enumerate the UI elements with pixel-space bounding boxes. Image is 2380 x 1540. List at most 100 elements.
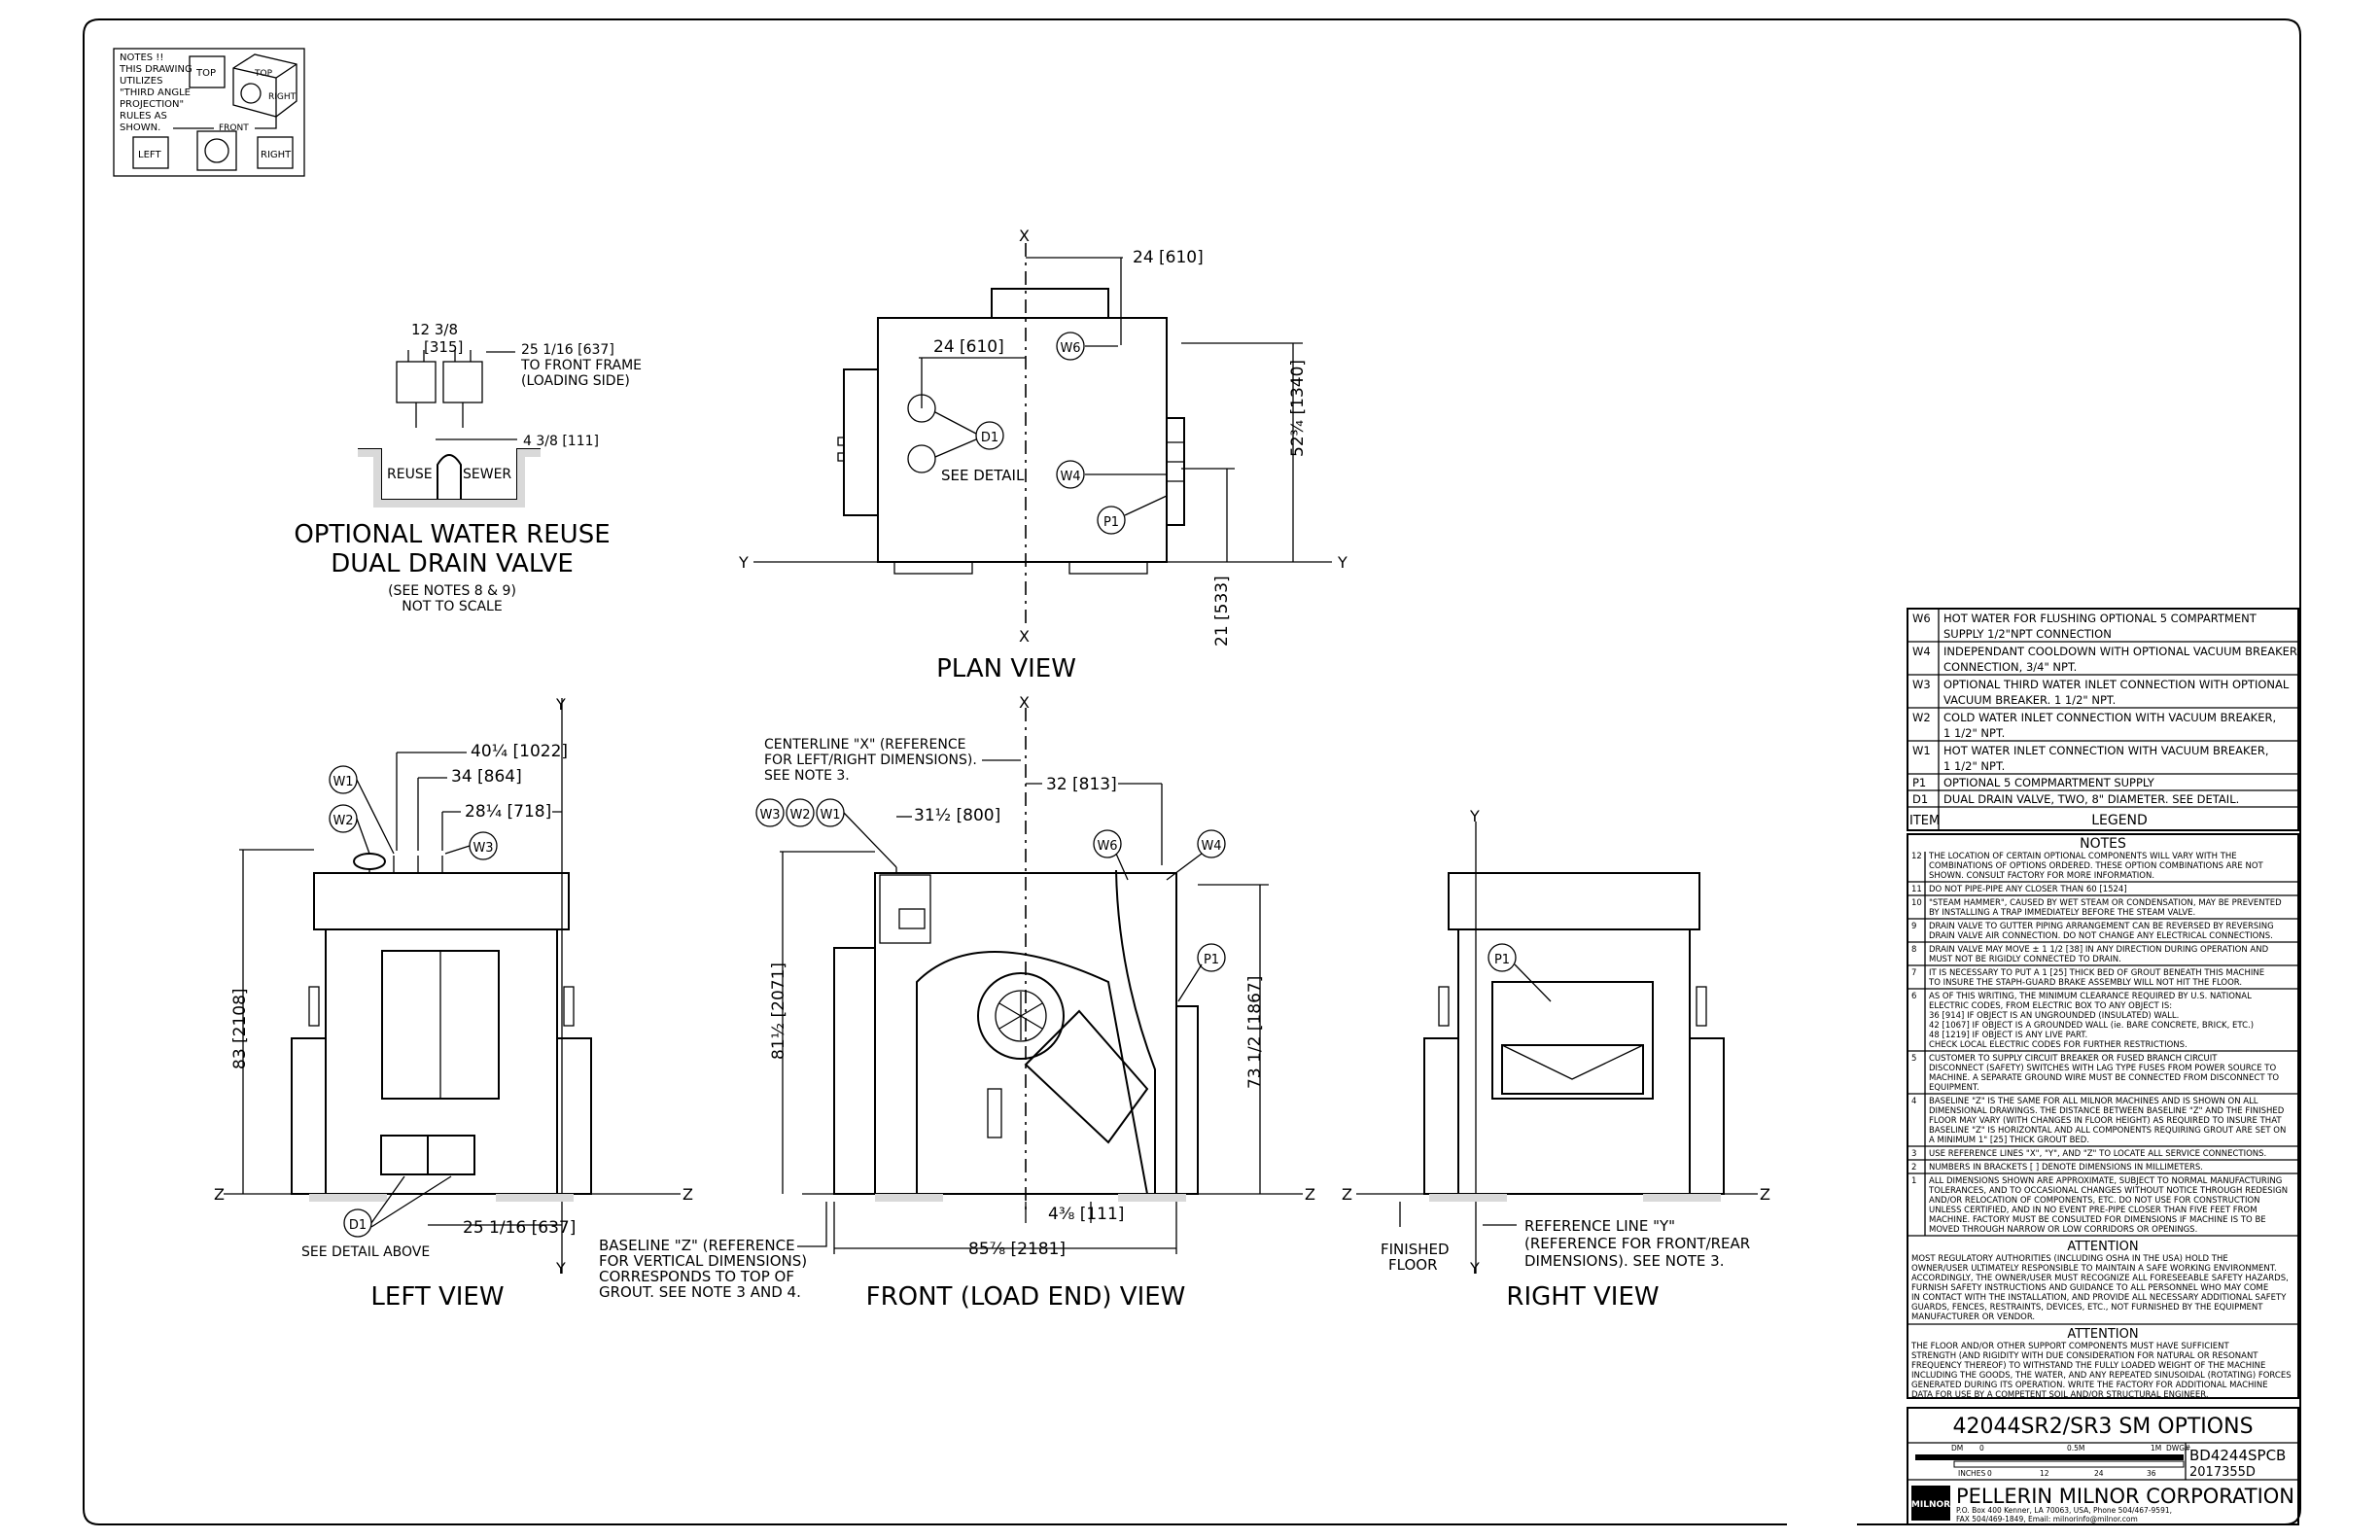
svg-text:COMBINATIONS OF OPTIONS ORDERE: COMBINATIONS OF OPTIONS ORDERED. THESE O… (1929, 861, 2264, 871)
svg-text:DRAIN VALVE TO GUTTER PIPING A: DRAIN VALVE TO GUTTER PIPING ARRANGEMENT… (1929, 922, 2274, 931)
svg-text:4⅜ [111]: 4⅜ [111] (1048, 1205, 1124, 1224)
company-name: PELLERIN MILNOR CORPORATION (1956, 1485, 2294, 1508)
svg-text:36 [914] IF OBJECT IS AN UNGR: 36 [914] IF OBJECT IS AN UNGROUNDED (INS… (1929, 1011, 2179, 1021)
svg-text:X: X (1019, 227, 1030, 245)
projection-note: NOTES !! THIS DRAWING UTILIZES "THIRD AN… (113, 48, 305, 177)
callout-d1-left: D1 (349, 1218, 367, 1233)
svg-text:GENERATED DURING ITS OPERATION: GENERATED DURING ITS OPERATION. WRITE TH… (1911, 1381, 2268, 1390)
svg-text:FLOOR: FLOOR (1388, 1256, 1438, 1274)
svg-text:2: 2 (1911, 1163, 1916, 1172)
svg-text:DATA FOR USE BY A COMPETENT SO: DATA FOR USE BY A COMPETENT SOIL AND/OR … (1911, 1390, 2209, 1400)
svg-text:HOT WATER INLET CONNECTION WIT: HOT WATER INLET CONNECTION WITH VACUUM B… (1943, 744, 2268, 757)
svg-text:1 1/2" NPT.: 1 1/2" NPT. (1943, 759, 2005, 773)
plan-view: X X Y Y 24 [610] 24 [610] W6 D1 W4 P1 SE… (738, 227, 1348, 683)
svg-text:9: 9 (1911, 922, 1916, 931)
svg-text:HOT WATER FOR FLUSHING OPTIONA: HOT WATER FOR FLUSHING OPTIONAL 5 COMPAR… (1943, 612, 2258, 625)
svg-text:25 1/16 [637]: 25 1/16 [637] (463, 1218, 576, 1238)
legend-item: W6 (1912, 612, 1931, 625)
svg-text:TO INSURE THE STAPH-GUARD BRAK: TO INSURE THE STAPH-GUARD BRAKE ASSEMBLY… (1928, 978, 2242, 988)
svg-text:1 1/2" NPT.: 1 1/2" NPT. (1943, 726, 2005, 740)
svg-text:"STEAM HAMMER", CAUSED BY WET: "STEAM HAMMER", CAUSED BY WET STEAM OR C… (1929, 898, 2282, 908)
svg-text:FLOOR MAY VARY (WITH CHANGES I: FLOOR MAY VARY (WITH CHANGES IN FLOOR HE… (1929, 1116, 2282, 1126)
callout-w4-front: W4 (1201, 839, 1221, 854)
svg-text:INCLUDING THE GOODS, THE WATER: INCLUDING THE GOODS, THE WATER, AND ANY … (1911, 1371, 2292, 1381)
svg-text:MOVED THROUGH NARROW OR LOW CO: MOVED THROUGH NARROW OR LOW CORRIDORS OR… (1929, 1225, 2197, 1235)
svg-text:PROJECTION": PROJECTION" (120, 99, 184, 110)
svg-text:DIMENSIONAL DRAWINGS. THE DIST: DIMENSIONAL DRAWINGS. THE DISTANCE BETWE… (1929, 1106, 2285, 1116)
svg-text:Y: Y (1469, 1259, 1480, 1278)
svg-text:(SEE NOTES 8 & 9): (SEE NOTES 8 & 9) (388, 583, 516, 599)
svg-text:UTILIZES: UTILIZES (120, 76, 162, 87)
svg-text:36: 36 (2147, 1469, 2156, 1478)
svg-text:ELECTRIC CODES, FROM ELECTRIC: ELECTRIC CODES, FROM ELECTRIC BOX TO ANY… (1929, 1001, 2172, 1011)
svg-text:24 [610]: 24 [610] (933, 337, 1004, 357)
svg-text:OPTIONAL 5 COMPMARTMENT SUPPLY: OPTIONAL 5 COMPMARTMENT SUPPLY (1943, 776, 2155, 789)
svg-text:NOTES !!: NOTES !! (120, 52, 163, 63)
svg-text:1M: 1M (2151, 1444, 2161, 1452)
svg-text:Y: Y (555, 1259, 566, 1278)
front-view: X Z CENTERLINE "X" (REFERENCE FOR LEFT/R… (755, 693, 1315, 1312)
svg-text:SEE NOTE 3.: SEE NOTE 3. (764, 768, 850, 784)
svg-text:12: 12 (2040, 1469, 2049, 1478)
svg-text:LEFT: LEFT (138, 150, 161, 160)
drawing-number: BD4244SPCB (2189, 1447, 2286, 1464)
callout-p1-front: P1 (1204, 953, 1219, 967)
callout-p1: P1 (1103, 515, 1119, 530)
svg-text:SEE DETAIL: SEE DETAIL (941, 467, 1025, 484)
reuse-title: OPTIONAL WATER REUSE (294, 520, 610, 549)
svg-text:1: 1 (1911, 1176, 1916, 1186)
svg-text:8: 8 (1911, 945, 1916, 955)
svg-text:0: 0 (1987, 1469, 1992, 1478)
svg-text:COLD WATER INLET CONNECTION WI: COLD WATER INLET CONNECTION WITH VACUUM … (1943, 711, 2276, 724)
svg-text:ITEM: ITEM (1909, 814, 1940, 828)
svg-text:CORRESPONDS TO TOP OF: CORRESPONDS TO TOP OF (599, 1268, 794, 1285)
svg-text:10: 10 (1911, 898, 1922, 908)
svg-text:REFERENCE LINE "Y": REFERENCE LINE "Y" (1524, 1217, 1675, 1235)
svg-text:INDEPENDANT COOLDOWN WITH OPTI: INDEPENDANT COOLDOWN WITH OPTIONAL VACUU… (1943, 645, 2297, 658)
svg-text:IT IS NECESSARY TO PUT A 1 [25: IT IS NECESSARY TO PUT A 1 [25] THICK BE… (1929, 968, 2264, 978)
svg-text:THE FLOOR AND/OR OTHER SUPPORT: THE FLOOR AND/OR OTHER SUPPORT COMPONENT… (1910, 1342, 2229, 1351)
svg-text:UNLESS CERTIFIED, AND IN NO EV: UNLESS CERTIFIED, AND IN NO EVENT PRE-PI… (1929, 1206, 2258, 1215)
svg-text:4: 4 (1911, 1097, 1916, 1106)
svg-text:ACCORDINGLY, THE OWNER/USER MU: ACCORDINGLY, THE OWNER/USER MUST RECOGNI… (1911, 1274, 2289, 1283)
svg-text:48 [1219] IF OBJECT IS ANY LIV: 48 [1219] IF OBJECT IS ANY LIVE PART. (1929, 1031, 2087, 1040)
notes-title: NOTES (2080, 836, 2126, 852)
svg-text:Z: Z (682, 1185, 693, 1204)
svg-text:BY INSTALLING A TRAP IMMEDIATE: BY INSTALLING A TRAP IMMEDIATELY BEFORE … (1929, 908, 2195, 918)
svg-text:CUSTOMER TO SUPPLY CIRCUIT BRE: CUSTOMER TO SUPPLY CIRCUIT BREAKER OR FU… (1929, 1054, 2218, 1064)
svg-text:31½ [800]: 31½ [800] (914, 806, 1000, 825)
svg-text:DO NOT PIPE-PIPE ANY CLOSER TH: DO NOT PIPE-PIPE ANY CLOSER THAN 60 [152… (1929, 885, 2127, 894)
svg-text:Z: Z (214, 1185, 225, 1204)
svg-text:TOP: TOP (254, 69, 273, 79)
svg-text:A MINIMUM 1" [25] THICK GROUT: A MINIMUM 1" [25] THICK GROUT BED. (1929, 1136, 2089, 1145)
svg-text:BASELINE "Z" IS THE SAME FOR A: BASELINE "Z" IS THE SAME FOR ALL MILNOR … (1929, 1097, 2258, 1106)
svg-text:FINISHED: FINISHED (1381, 1241, 1450, 1258)
svg-text:11: 11 (1911, 885, 1922, 894)
callout-w2-front: W2 (789, 808, 810, 822)
left-view-title: LEFT VIEW (370, 1282, 504, 1312)
callout-w3-front: W3 (759, 808, 780, 822)
right-view-title: RIGHT VIEW (1506, 1282, 1659, 1312)
legend-item: D1 (1912, 792, 1928, 806)
baseline-note: BASELINE "Z" (REFERENCE FOR VERTICAL DIM… (599, 1202, 827, 1301)
svg-text:TOP: TOP (195, 68, 216, 79)
title-block: 42044SR2/SR3 SM OPTIONS DM 0 0.5M 1M INC… (1907, 1407, 2299, 1525)
svg-text:USE REFERENCE LINES "X", "Y",: USE REFERENCE LINES "X", "Y", AND "Z" TO… (1929, 1149, 2266, 1159)
svg-text:24: 24 (2094, 1469, 2104, 1478)
right-view: Y Y Z Z P1 FINISHED FLOOR REFERENCE LINE… (1342, 807, 1770, 1312)
svg-text:Y: Y (1469, 807, 1480, 825)
svg-text:DUAL DRAIN VALVE: DUAL DRAIN VALVE (331, 549, 574, 578)
svg-text:RIGHT: RIGHT (268, 92, 297, 102)
svg-text:25 1/16 [637]: 25 1/16 [637] (521, 342, 614, 358)
svg-text:X: X (1019, 693, 1030, 712)
svg-text:Y: Y (738, 553, 749, 572)
svg-text:CONNECTION, 3/4" NPT.: CONNECTION, 3/4" NPT. (1943, 660, 2077, 674)
svg-text:MANUFACTURER OR VENDOR.: MANUFACTURER OR VENDOR. (1911, 1312, 2035, 1322)
svg-text:Z: Z (1760, 1185, 1770, 1204)
svg-text:DM: DM (1951, 1444, 1963, 1452)
svg-text:EQUIPMENT.: EQUIPMENT. (1929, 1083, 1979, 1093)
svg-text:OPTIONAL THIRD WATER INLET CON: OPTIONAL THIRD WATER INLET CONNECTION WI… (1943, 678, 2290, 691)
svg-text:DUAL DRAIN VALVE, TWO, 8" DIAM: DUAL DRAIN VALVE, TWO, 8" DIAMETER. SEE … (1943, 792, 2239, 806)
svg-text:0: 0 (1979, 1444, 1984, 1452)
